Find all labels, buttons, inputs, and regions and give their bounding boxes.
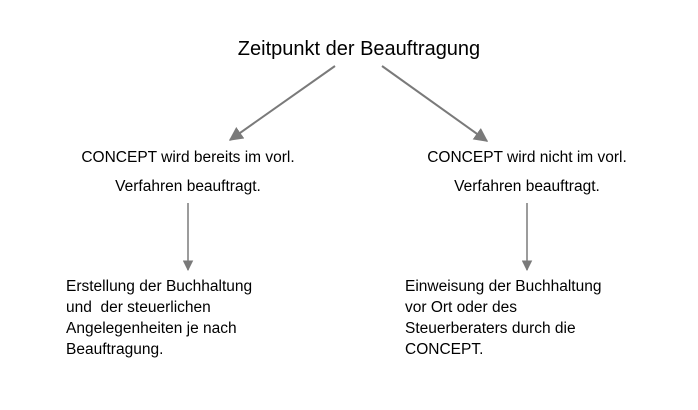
left-branch-condition: CONCEPT wird bereits im vorl. Verfahren …	[48, 143, 328, 201]
right-branch-result-line: CONCEPT.	[405, 341, 484, 358]
arrow-title-to-right-branch	[381, 65, 489, 142]
left-branch-condition-line: CONCEPT wird bereits im vorl.	[81, 149, 295, 166]
left-branch-result-line: Beauftragung.	[66, 341, 164, 358]
right-branch-condition-line: Verfahren beauftragt.	[454, 178, 600, 195]
left-branch-result-line: Angelegenheiten je nach	[66, 320, 237, 337]
left-branch-result: Erstellung der Buchhaltung und der steue…	[66, 276, 252, 360]
right-branch-result-line: Einweisung der Buchhaltung	[405, 278, 602, 295]
right-branch-result-line: Steuerberaters durch die	[405, 320, 576, 337]
right-branch-result-line: vor Ort oder des	[405, 299, 517, 316]
right-branch-condition-line: CONCEPT wird nicht im vorl.	[427, 149, 627, 166]
diagram-title: Zeitpunkt der Beauftragung	[237, 38, 481, 60]
left-branch-condition-line: Verfahren beauftragt.	[115, 178, 261, 195]
right-branch-condition: CONCEPT wird nicht im vorl. Verfahren be…	[397, 143, 657, 201]
right-branch-result: Einweisung der Buchhaltung vor Ort oder …	[405, 276, 601, 360]
arrow-title-to-left-branch	[228, 65, 336, 141]
left-branch-result-line: und der steuerlichen	[66, 299, 211, 316]
left-branch-result-line: Erstellung der Buchhaltung	[66, 278, 253, 295]
